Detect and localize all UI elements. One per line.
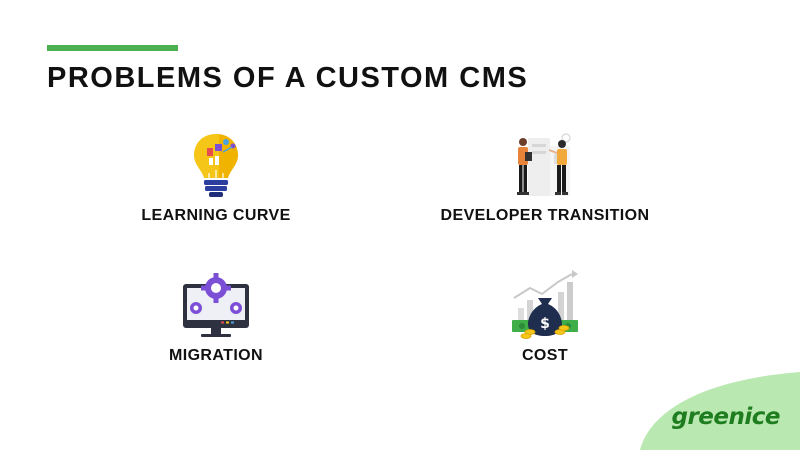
money-bag-icon: $ (512, 270, 578, 339)
problem-item-learning-curve: LEARNING CURVE (96, 128, 336, 226)
monitor-gears-icon (183, 273, 249, 337)
page-title: PROBLEMS OF A CUSTOM CMS (47, 62, 529, 94)
problem-label: DEVELOPER TRANSITION (440, 207, 650, 224)
lightbulb-icon (194, 134, 238, 197)
problem-label: MIGRATION (169, 347, 263, 364)
problem-item-migration: MIGRATION (96, 268, 336, 366)
svg-text:$: $ (540, 316, 550, 332)
problem-label: COST (521, 347, 569, 364)
problem-item-cost: $ COST (425, 268, 665, 366)
greenice-logo: greenice (671, 404, 781, 430)
developers-icon (517, 133, 571, 196)
problem-item-developer-transition: DEVELOPER TRANSITION (425, 128, 665, 226)
title-accent-bar (47, 45, 178, 51)
brand-corner-shape (640, 372, 800, 450)
problem-label: LEARNING CURVE (141, 207, 291, 224)
